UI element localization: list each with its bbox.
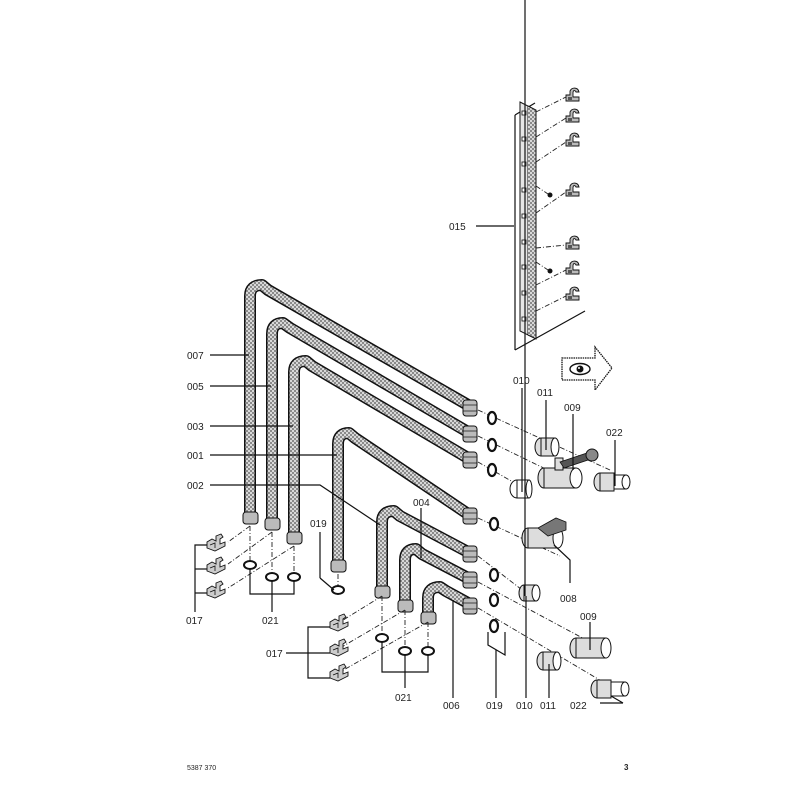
tailpiece-022-lower — [590, 679, 630, 699]
label-017-lower: 017 — [266, 649, 283, 660]
union-nut-icon — [330, 559, 347, 573]
label-004: 004 — [413, 498, 430, 509]
label-015: 015 — [449, 222, 466, 233]
flat-seal-icon — [398, 646, 412, 656]
clip-rail-assembly-015 — [514, 87, 586, 351]
label-003: 003 — [187, 422, 204, 433]
union-nut-icon — [462, 425, 478, 443]
union-nut-icon — [462, 545, 478, 563]
flat-seal-icon — [243, 560, 257, 570]
retaining-clip-icon — [206, 580, 226, 599]
label-010-bottom: 010 — [516, 701, 533, 712]
retaining-clip-icon — [329, 663, 349, 682]
label-019-bottom: 019 — [486, 701, 503, 712]
retaining-clip-icon — [329, 638, 349, 657]
label-019-mid: 019 — [310, 519, 327, 530]
label-008: 008 — [560, 594, 577, 605]
pipe-006 — [422, 581, 471, 616]
retaining-clip-icon — [329, 613, 349, 632]
screw-icon — [547, 192, 553, 198]
rail-clip-icon — [565, 87, 580, 102]
ball-valve-009-lower — [569, 637, 612, 659]
label-021-upper: 021 — [262, 616, 279, 627]
union-nut-icon — [286, 531, 303, 545]
label-021-lower: 021 — [395, 693, 412, 704]
pipe-002 — [376, 505, 471, 590]
union-nut-icon — [462, 507, 478, 525]
union-nut-icon — [242, 511, 259, 525]
rail-clip-icon — [565, 286, 580, 301]
adapter-fitting-010-lower — [518, 584, 541, 602]
pipe-003 — [288, 355, 472, 538]
union-nut-icon — [462, 571, 478, 589]
label-009-top: 009 — [564, 403, 581, 414]
label-002: 002 — [187, 481, 204, 492]
flat-seal-icon — [375, 633, 389, 643]
label-011-bottom: 011 — [540, 701, 556, 712]
flat-seal-icon — [265, 572, 279, 582]
screw-icon — [547, 268, 553, 274]
union-nut-icon — [462, 597, 478, 615]
pipe-007 — [244, 279, 471, 520]
label-022-top: 022 — [606, 428, 623, 439]
label-010-top: 010 — [513, 376, 530, 387]
pipe-005 — [266, 317, 472, 524]
sealing-ring-icon — [486, 437, 498, 453]
label-006: 006 — [443, 701, 460, 712]
label-005: 005 — [187, 382, 204, 393]
pipe-004 — [399, 543, 471, 604]
rail-clip-icon — [565, 108, 580, 123]
rail-clip-icon — [565, 260, 580, 275]
eye-view-arrow-icon — [561, 345, 613, 392]
union-nut-icon — [462, 451, 478, 469]
union-nut-icon — [397, 599, 414, 613]
pipe-001 — [332, 427, 472, 562]
nipple-fitting-011-upper — [534, 437, 560, 457]
document-number: 5387 370 — [187, 765, 216, 772]
union-nut-icon — [374, 585, 391, 599]
sealing-ring-icon — [488, 567, 500, 583]
union-nut-icon — [462, 399, 478, 417]
retaining-clip-icon — [206, 556, 226, 575]
ball-valve-009-upper — [537, 448, 599, 489]
label-017-upper: 017 — [186, 616, 203, 627]
sealing-ring-icon — [488, 592, 500, 608]
label-007: 007 — [187, 351, 204, 362]
sealing-ring-icon — [486, 410, 498, 426]
union-nut-icon — [264, 517, 281, 531]
page-number: 3 — [624, 763, 629, 772]
retaining-clip-icon — [206, 533, 226, 552]
rail-clip-icon — [565, 182, 580, 197]
rail-clip-icon — [565, 235, 580, 250]
sealing-ring-icon — [486, 462, 498, 478]
sealing-ring-icon — [488, 516, 500, 532]
nipple-fitting-011-lower — [536, 651, 562, 671]
label-001: 001 — [187, 451, 204, 462]
label-022-bottom: 022 — [570, 701, 587, 712]
sealing-ring-icon — [488, 618, 500, 634]
label-009-bottom: 009 — [580, 612, 597, 623]
leader-lines — [194, 0, 624, 704]
flat-seal-icon — [287, 572, 301, 582]
tailpiece-022-upper — [593, 472, 631, 492]
rail-clip-icon — [565, 132, 580, 147]
flat-seal-icon — [421, 646, 435, 656]
ball-valve-008 — [521, 517, 567, 549]
union-nut-icon — [420, 611, 437, 625]
label-011-top: 011 — [537, 388, 553, 399]
adapter-fitting-010-upper — [509, 479, 533, 499]
